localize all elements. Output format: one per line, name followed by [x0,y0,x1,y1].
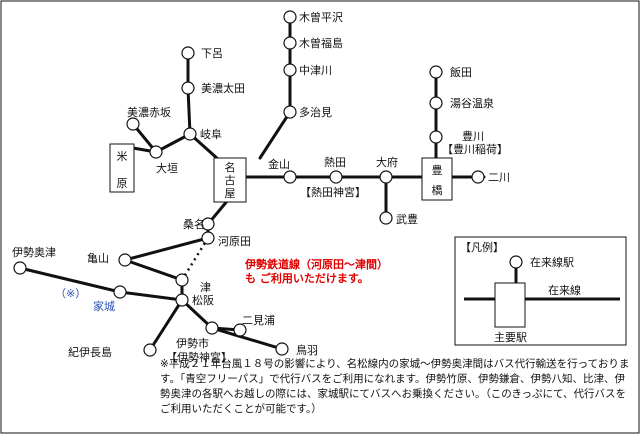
station-label-iida: 飯田 [450,65,472,79]
station-toyohashi-char2: 橋 [432,183,443,197]
station-label-takeyo: 武豊 [396,213,418,226]
station-label-nakatsugawa: 中津川 [299,64,332,77]
ise-railway-note-line2: も ご利用いただけます。 [245,271,369,285]
station-label-tsu: 津 [200,281,211,294]
station-marker-kisofukushima[interactable] [283,36,297,50]
station-marker-kanayama[interactable] [283,170,297,184]
legend-station-label: 在来線駅 [530,255,574,269]
station-marker-matsusaka[interactable] [175,293,189,307]
station-nagoya-char1: 名 [225,160,236,174]
station-label-kameyama: 亀山 [87,251,109,265]
station-label-obu: 大府 [376,155,398,169]
station-marker-tajimi[interactable] [283,105,297,119]
station-label-toyokawa: 豊川 [462,130,484,143]
station-label-tajimi: 多治見 [299,105,332,119]
route-lines [18,15,486,352]
station-label-iseokitsu: 伊勢奥津 [12,245,56,259]
station-label-iseshi: 伊勢市 [176,336,209,350]
station-label-atsuta: 熱田 [324,156,346,169]
line-tokaido-west [131,132,230,170]
station-label-gero: 下呂 [201,47,223,60]
station-label-yunotani: 湯谷温泉 [450,96,494,110]
station-marker-futagawa[interactable] [471,170,485,184]
station-marker-iseshi[interactable] [205,321,219,335]
station-marker-iseokitsu[interactable] [13,261,27,275]
station-nagoya-char2: 古 [225,174,236,187]
station-label-ogaki: 大垣 [156,161,178,175]
station-marker-ogaki[interactable] [149,145,163,159]
major-station-toyohashi-box[interactable] [421,157,453,201]
station-label-atsuta-note: 【熱田神宮】 [300,185,366,199]
legend-major-station-box [494,282,526,328]
station-marker-yunotani[interactable] [429,96,443,110]
ise-railway-note-line1: 伊勢鉄道線（河原田〜津間） [244,257,388,271]
station-label-kanayama: 金山 [268,157,290,171]
station-marker-nakatsugawa[interactable] [283,63,297,77]
station-label-kiinagashima: 紀伊長島 [68,345,112,359]
station-marker-gero[interactable] [181,46,195,60]
footnote: ※平成２１年台風１８号の影響により、名松線内の家城〜伊勢奥津間はバス代行輸送を行… [160,358,630,415]
station-marker-kuwana[interactable] [201,217,215,231]
station-label-kawarada: 河原田 [218,235,251,248]
line-ise-railway [180,237,210,281]
legend: 【凡例】 在来線駅 在来線 主要駅 [454,236,627,346]
station-marker-toyokawa[interactable] [429,130,443,144]
legend-major-station-label: 主要駅 [494,331,527,344]
station-label-kisohirasawa: 木曽平沢 [299,10,343,24]
station-toyohashi-char1: 豊 [432,164,443,177]
station-marker-minoota[interactable] [181,81,195,95]
legend-station-marker [509,255,523,269]
station-label-iseshi-note: 【伊勢神宮】 [166,350,232,364]
station-label-minoakasaka: 美濃赤坂 [127,105,171,119]
station-label-kisofukushima: 木曽福島 [299,36,343,50]
line-kisei [123,258,184,352]
station-label-gifu: 岐阜 [200,128,222,141]
station-label-futagawa: 二川 [488,171,510,184]
station-marker-tsu[interactable] [175,273,189,287]
station-marker-kawarada[interactable] [201,231,215,245]
station-marker-kiinagashima[interactable] [143,343,157,357]
station-maibara-char1: 米 [117,150,128,163]
station-label-toba: 鳥羽 [296,343,318,357]
station-marker-futamiura[interactable] [233,323,247,337]
station-label-kuwana: 桑名 [183,217,205,231]
station-marker-kisohirasawa[interactable] [283,10,297,24]
station-marker-toba[interactable] [275,342,289,356]
major-station-nagoya-box[interactable] [213,157,247,203]
station-marker-takeyo[interactable] [379,211,393,225]
station-marker-iida[interactable] [429,65,443,79]
line-kansai [123,198,230,262]
station-nagoya-char3: 屋 [225,187,236,200]
station-markers [13,10,485,357]
major-station-maibara-box[interactable] [109,143,135,193]
station-marker-kameyama[interactable] [118,253,132,267]
station-label-asterisk: （※） [55,287,86,300]
station-maibara-char2: 原 [117,177,128,190]
station-label-toyokawa-note: 【豊川稲荷】 [442,143,508,156]
station-label-minoota: 美濃太田 [201,81,245,95]
line-chuo [258,15,292,160]
legend-frame [454,236,627,346]
station-marker-minoakasaka[interactable] [126,117,140,131]
legend-title: 【凡例】 [460,240,504,254]
station-label-futamiura: 二見浦 [242,314,275,327]
station-label-ieki: 家城 [93,299,115,313]
station-label-matsusaka: 松阪 [192,293,214,307]
station-marker-atsuta[interactable] [329,170,343,184]
station-marker-ieki[interactable] [113,285,127,299]
legend-line-label: 在来線 [548,283,581,297]
station-marker-obu[interactable] [379,170,393,184]
station-marker-gifu[interactable] [183,127,197,141]
